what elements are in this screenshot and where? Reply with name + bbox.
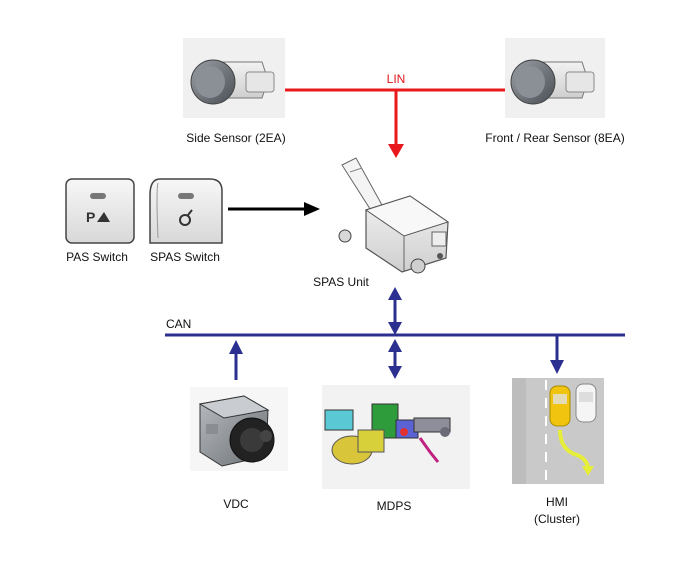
hmi-label: HMI xyxy=(546,495,568,509)
vdc-image xyxy=(190,387,288,471)
vdc-can-arrow xyxy=(229,340,243,380)
switch-to-unit-arrow xyxy=(228,202,320,216)
lin-bus xyxy=(285,88,505,158)
hmi-cluster-label: (Cluster) xyxy=(533,512,581,526)
spas-switch-image xyxy=(149,178,223,244)
front-rear-sensor-image xyxy=(505,38,605,118)
mdps-can-link xyxy=(388,339,402,379)
side-sensor-image xyxy=(183,38,285,118)
hmi-image xyxy=(512,378,604,484)
lin-label: LIN xyxy=(386,72,406,86)
pas-switch-image: P xyxy=(65,178,135,244)
mdps-label: MDPS xyxy=(376,499,412,513)
front-rear-sensor-label: Front / Rear Sensor (8EA) xyxy=(485,131,625,145)
svg-text:P: P xyxy=(86,209,95,225)
mdps-image xyxy=(322,385,470,489)
can-label: CAN xyxy=(166,317,192,331)
vdc-label: VDC xyxy=(223,497,249,511)
spas-unit-label: SPAS Unit xyxy=(313,275,369,289)
pas-switch-label: PAS Switch xyxy=(66,250,128,264)
spas-can-link xyxy=(388,287,402,335)
spas-unit-image xyxy=(338,157,450,274)
lin-arrowhead xyxy=(388,144,404,158)
can-hmi-arrow xyxy=(550,335,564,374)
side-sensor-label: Side Sensor (2EA) xyxy=(186,131,286,145)
spas-switch-label: SPAS Switch xyxy=(150,250,220,264)
